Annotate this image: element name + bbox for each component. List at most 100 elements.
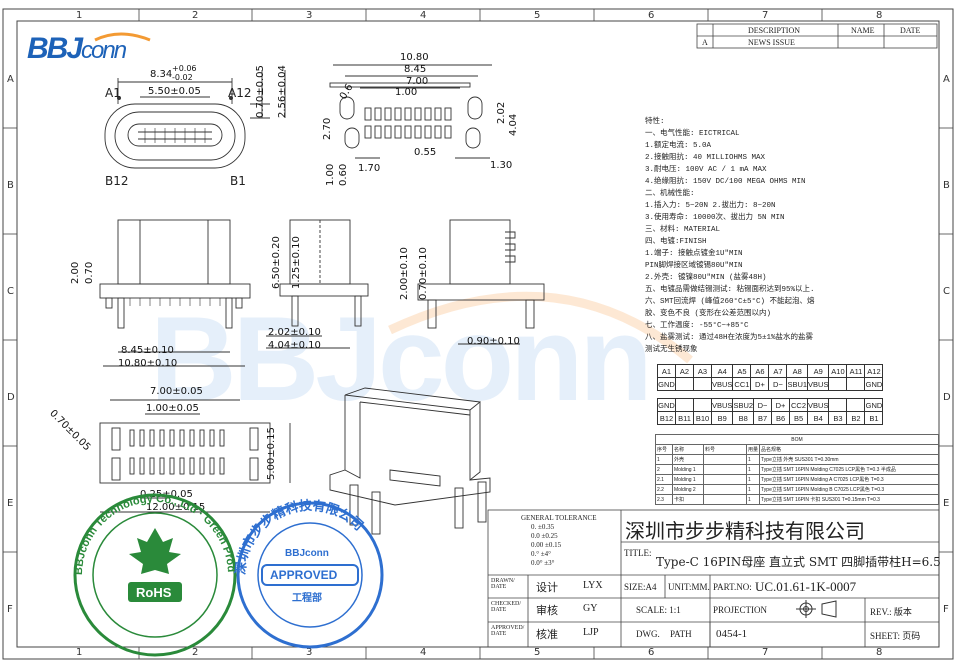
dim-10-80: 10.80 [400,52,429,63]
isometric-view [329,387,491,535]
part-no-label: PART.NO: [713,582,752,592]
rev-field: REV.: 版本 [870,607,912,617]
tolerance-row: 0.0 ±0.25 [531,532,558,540]
spec-line: 特性: [645,118,665,126]
dim-0-90: 0.90±0.10 [467,336,520,347]
brand-logo-bbj: BBJ [27,32,83,65]
rev-header-date: DATE [900,26,921,35]
table-cell: Type立插 SMT 16PIN 卡扣 SUS301 T=0.15mm T=0.… [759,494,939,505]
spec-line: 1.额定电流: 5.0A [645,142,712,150]
footprint-pads [364,107,452,139]
pin-cell: GND [864,398,884,412]
pin-label-a1: A1 [105,86,121,100]
zone-top-4: 4 [420,10,427,21]
dwg-number: 0454-1 [716,628,748,640]
brand-logo: BBJconn [27,32,127,66]
zone-top-1: 1 [76,10,83,21]
drawn-role: 设计 [536,582,558,594]
approved-role: 核准 [536,629,558,641]
dim-8-34-lower-tol: -0.02 [172,73,193,82]
zone-top-8: 8 [876,10,883,21]
dim-0-55: 0.55 [414,147,437,158]
approved-logo: BBJconn [285,548,329,559]
pin-cell: A4 [710,364,734,378]
pin-cell: VBUS [807,377,830,391]
pin-cell: B4 [807,411,830,425]
rev-header-name: NAME [851,26,875,35]
maple-leaf-icon [129,528,181,574]
tolerance-title: GENERAL TOLERANCE [521,514,597,522]
dim-5-50: 5.50±0.05 [148,86,201,97]
checked-label: CHECKED/ DATE [491,601,521,613]
pin-cell: B1 [864,411,884,425]
dim-8-34-upper-tol: +0.06 [172,64,197,73]
rev-row-rev: A [702,38,708,47]
pin-cell: B12 [657,411,676,425]
dim-7-00-b: 7.00±0.05 [150,386,203,397]
dim-8-45-b: 8.45±0.10 [121,345,174,356]
zone-bottom-6: 6 [648,647,655,658]
specifications-list: 特性: 一、电气性能: EICTRICAL 1.额定电流: 5.0A 2.接触阻… [645,116,815,356]
dim-1-70: 1.70 [358,163,381,174]
rev-row-desc: NEWS ISSUE [748,38,795,47]
zone-left-f: F [7,604,13,615]
general-tolerance: GENERAL TOLERANCE 0. ±0.35 0.0 ±0.25 0.0… [521,514,597,568]
bottom-view-outline [99,422,271,484]
watermark-logo: BBJconn [150,292,653,426]
pin-cell: GND [864,377,884,391]
dim-1-30: 1.30 [490,160,513,171]
dim-1-00-a: 1.00 [395,87,418,98]
spec-line: 一、电气性能: EICTRICAL [645,130,740,138]
zone-bottom-1: 1 [76,647,83,658]
checked-role: 审核 [536,605,558,617]
dim-2-02-b: 2.02±0.10 [268,327,321,338]
drawing-title: Type-C 16PIN母座 直立式 SMT 四脚插带柱H=6.5 [656,555,941,569]
zone-left-e: E [7,498,14,509]
drawn-name: LYX [583,580,603,591]
checked-name: GY [583,603,598,614]
size-field: SIZE:A4 [624,582,657,592]
zone-left-c: C [7,286,14,297]
front-view-outline [104,103,246,169]
zone-right-c: C [943,286,950,297]
approved-name: LJP [583,627,599,638]
zone-bottom-3: 3 [306,647,313,658]
zone-top-2: 2 [192,10,199,21]
unit-field: UNIT:MM. [668,582,710,592]
pin-cell: VBUS [710,377,734,391]
spec-line: 七、工作温度: -55°C~+85°C [645,322,749,330]
pin-cell: A7 [768,364,788,378]
zone-right-f: F [943,604,949,615]
spec-line: 胶、变色不良 (变形在公差范围以内) [645,310,772,318]
zone-top-7: 7 [762,10,769,21]
spec-line: 3.使用寿命: 10000次、拔出力 5N MIN [645,214,785,222]
zone-bottom-2: 2 [192,647,199,658]
spec-line: 三、材料: MATERIAL [645,226,721,234]
pin-cell: D− [768,377,788,391]
spec-line: 四、电镀:FINISH [645,238,707,246]
spec-line: 五、电镀品需做结锡测试: 粘锡面积达到95%以上. [645,286,815,294]
zone-bottom-8: 8 [876,647,883,658]
scale-field: SCALE: 1:1 [636,605,681,615]
zone-top-6: 6 [648,10,655,21]
drawn-label: DRAWN/ DATE [491,578,515,590]
company-name: 深圳市步步精科技有限公司 [625,519,865,543]
pin-cell: D+ [750,377,770,391]
dim-1-00-c: 1.00±0.05 [146,403,199,414]
brand-logo-conn: conn [81,37,127,64]
approved-dept: 工程部 [292,593,322,604]
pin-cell: B3 [828,411,848,425]
pin-label-b12: B12 [105,174,129,188]
